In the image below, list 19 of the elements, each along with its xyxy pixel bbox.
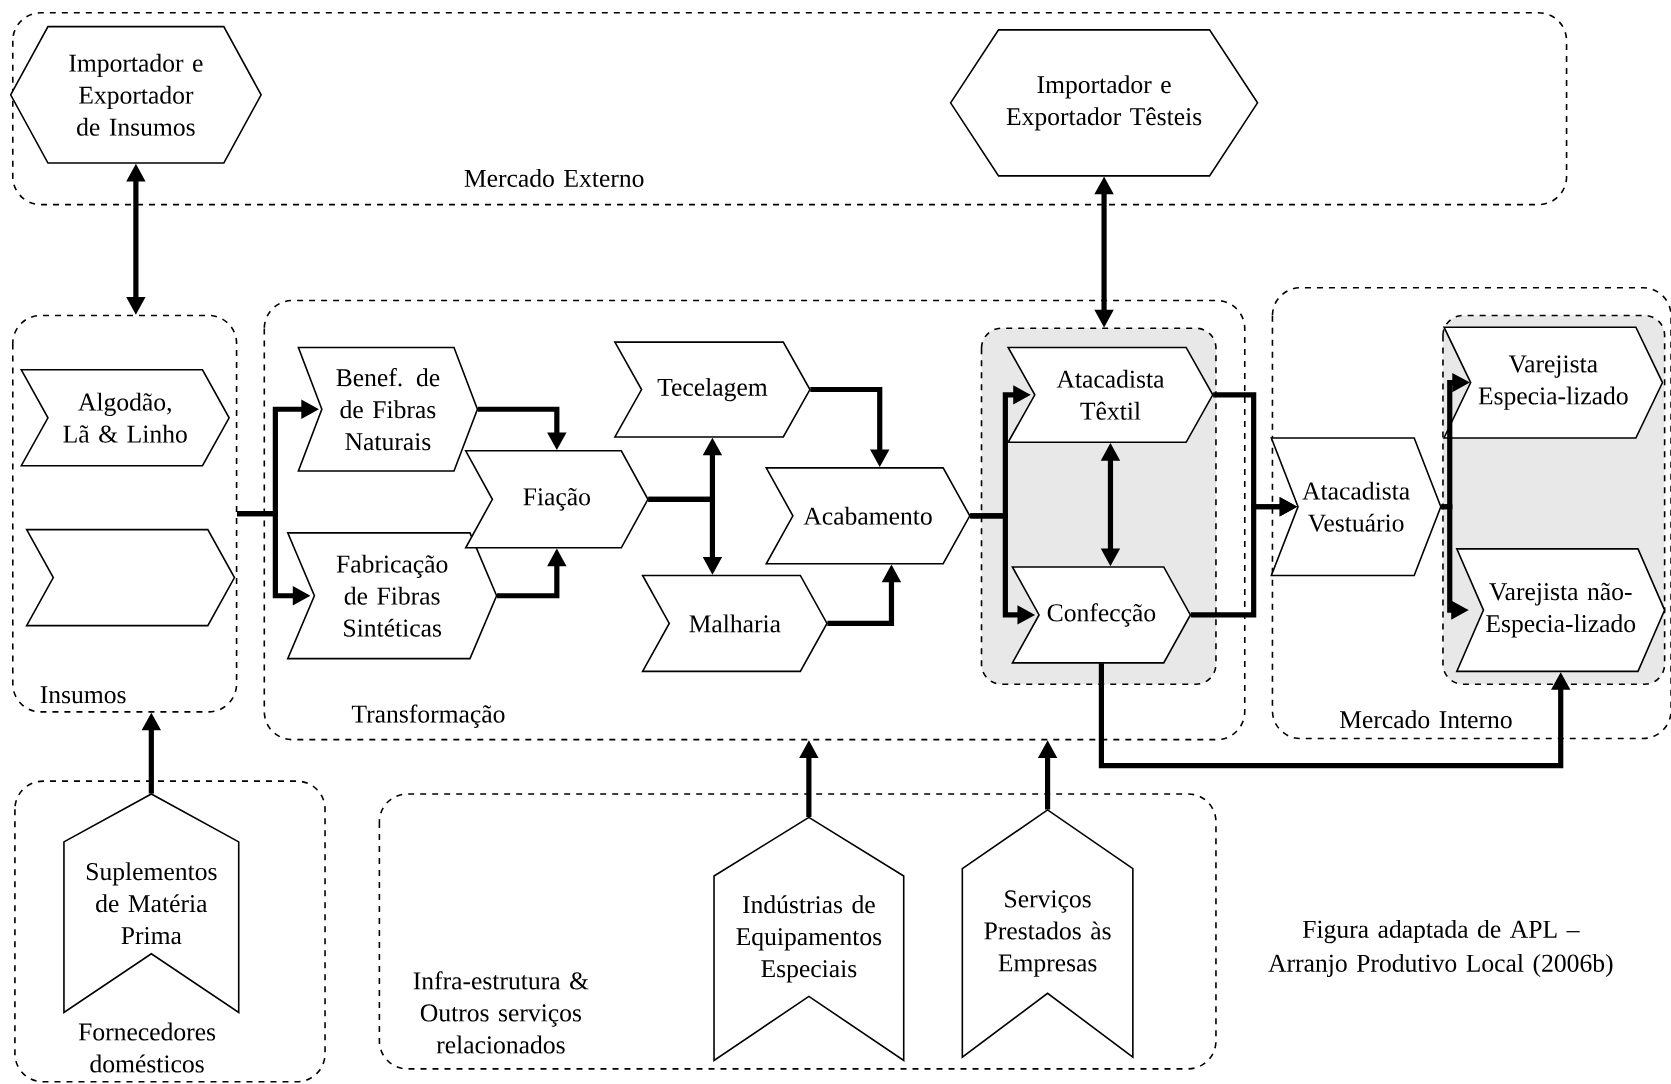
chevron-box [25,528,236,627]
chevron-box: Varejista Especia-lizado [1442,326,1664,439]
hexagon-box: Importador e Exportador de Insumos [9,25,262,164]
hexagon-box: Importador e Exportador Têsteis [949,29,1259,177]
chevron-box: Confecção [1011,566,1192,664]
chevron-box: Tecelagem [613,341,811,438]
chevron-box: Atacadista Têxtil [1006,346,1214,444]
chevron-box: Fabricação de Fibras Sintéticas [286,532,498,660]
chevron-box: Acabamento [764,467,971,565]
chevron-box: Varejista não-Especia-lizado [1455,548,1666,673]
pentagon-box: Serviços Prestados às Empresas [961,809,1134,1059]
chevron-box: Malharia [641,574,828,673]
chevron-box: Fiação [464,450,649,549]
chevron-box: Algodão, Lã & Linho [19,369,231,467]
caption: Figura adaptada de APL – Arranjo Produtivo Local (2006b) [1268,920,1613,978]
pentagon-box: Indústrias de Equipamentos Especiais [713,816,905,1062]
chevron-box: Atacadista Vestuário [1270,437,1442,577]
pentagon-box: Suplementos de Matéria Prima [63,793,240,1014]
chevron-box: Benef. de de Fibras Naturais [297,346,479,472]
